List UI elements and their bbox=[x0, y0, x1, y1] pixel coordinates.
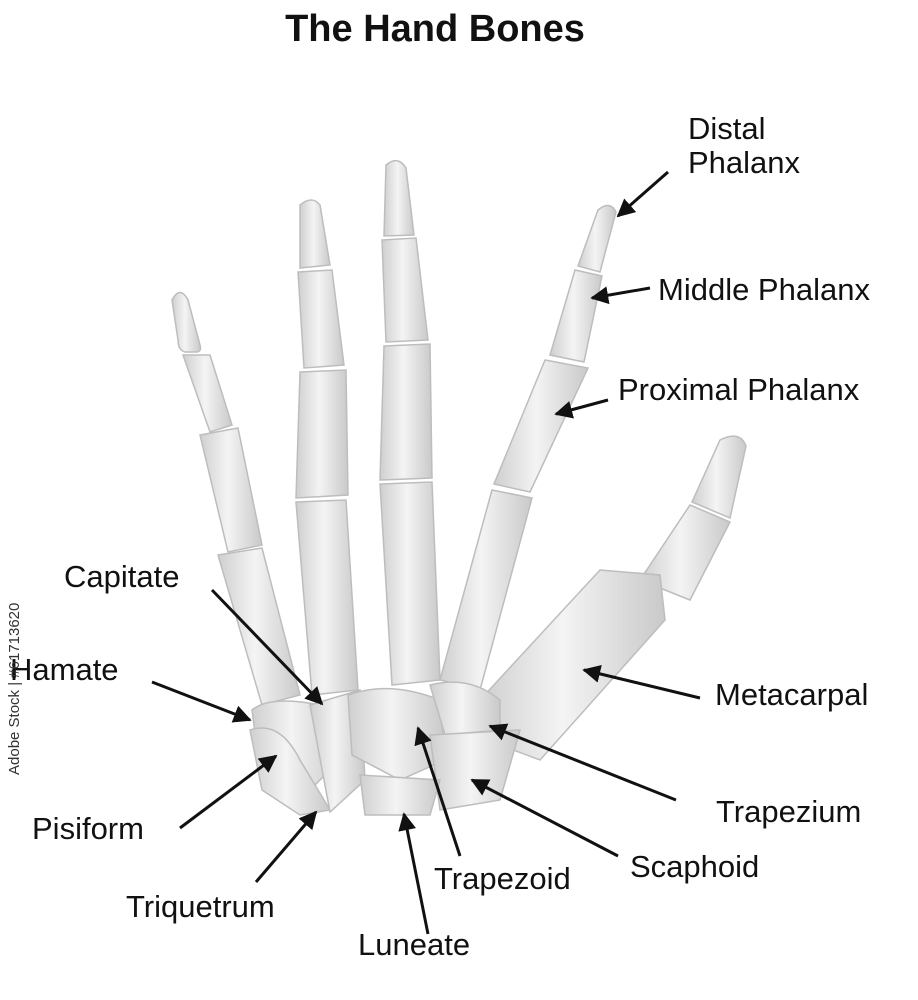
label-distal-line1: Distal bbox=[688, 111, 766, 146]
label-proximal-phalanx: Proximal Phalanx bbox=[618, 372, 860, 407]
arrow-triquetrum bbox=[254, 810, 318, 883]
label-pisiform: Pisiform bbox=[32, 811, 144, 846]
label-trapezoid: Trapezoid bbox=[434, 861, 571, 896]
arrow-pisiform bbox=[179, 754, 278, 830]
stock-watermark: Adobe Stock | #61713620 bbox=[6, 602, 23, 775]
label-capitate: Capitate bbox=[64, 559, 180, 594]
middle-finger bbox=[379, 159, 441, 686]
arrow-capitate bbox=[210, 588, 324, 706]
arrow-scaphoid bbox=[470, 778, 619, 858]
diagram-title: The Hand Bones bbox=[285, 8, 585, 50]
arrow-luneate bbox=[398, 812, 430, 935]
pointer-lines bbox=[151, 170, 701, 935]
label-distal-phalanx: Distal Phalanx bbox=[688, 111, 801, 181]
arrow-distal-phalanx bbox=[616, 170, 669, 218]
arrow-proximal-phalanx bbox=[554, 398, 609, 419]
label-middle-phalanx: Middle Phalanx bbox=[658, 272, 870, 307]
label-distal-line2: Phalanx bbox=[688, 145, 801, 181]
arrow-trapezoid bbox=[414, 726, 462, 857]
arrow-metacarpal bbox=[582, 665, 701, 700]
label-trapezium: Trapezium bbox=[716, 794, 862, 829]
little-finger bbox=[171, 291, 301, 706]
label-metacarpal: Metacarpal bbox=[715, 677, 869, 712]
arrow-trapezium bbox=[488, 723, 677, 802]
arrow-hamate bbox=[151, 680, 252, 723]
label-triquetrum: Triquetrum bbox=[126, 889, 275, 924]
ring-finger bbox=[295, 199, 359, 696]
carpal-bones bbox=[249, 681, 522, 816]
arrow-middle-phalanx bbox=[590, 286, 651, 305]
label-hamate: Hamate bbox=[10, 652, 119, 687]
label-scaphoid: Scaphoid bbox=[630, 849, 760, 884]
thumb bbox=[479, 435, 747, 761]
label-luneate: Luneate bbox=[358, 927, 471, 962]
index-finger bbox=[439, 204, 617, 691]
